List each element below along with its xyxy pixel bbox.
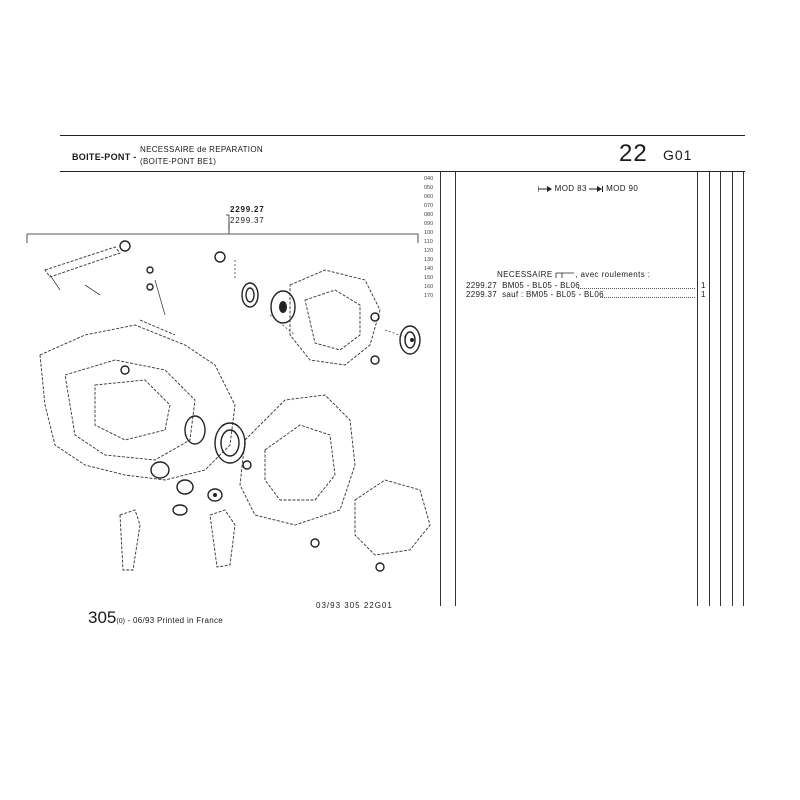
ref-bracket <box>26 214 419 243</box>
exploded-gearbox-diagram <box>39 240 431 572</box>
part-ref: 2299.37 <box>466 290 498 299</box>
to-model: MOD 90 <box>606 184 639 193</box>
footer-model-sup: (0) <box>116 618 125 625</box>
column-divider-6 <box>732 171 733 606</box>
kit-title-suffix: , avec roulements : <box>575 270 651 279</box>
row-code: 120 <box>424 248 434 254</box>
row-code: 100 <box>424 230 434 236</box>
kit-title-prefix: NECESSAIRE <box>497 270 553 279</box>
kit-title: NECESSAIRE , avec roulements : <box>497 270 650 279</box>
from-arrow-icon <box>538 185 552 192</box>
from-model: MOD 83 <box>554 184 587 193</box>
column-divider-4 <box>709 171 710 606</box>
header-top-rule <box>60 135 745 136</box>
subtitle-line-1: NECESSAIRE de REPARATION <box>140 145 263 154</box>
footer-doc-ref: 03/93 305 22G01 <box>316 601 393 610</box>
row-code: 090 <box>424 221 434 227</box>
model-applicability: MOD 83 MOD 90 <box>538 184 638 193</box>
part-leader-dots <box>578 288 695 289</box>
part-desc: BM05 - BL05 - BL06 <box>502 281 580 290</box>
part-ref: 2299.27 <box>466 281 498 290</box>
footer-model: 305 <box>88 608 117 627</box>
row-code: 150 <box>424 275 434 281</box>
row-code: 140 <box>424 266 434 272</box>
row-code: 040 <box>424 176 434 182</box>
subtitle-line-2: (BOITE-PONT BE1) <box>140 157 217 166</box>
part-qty: 1 <box>701 281 706 290</box>
row-code: 110 <box>424 239 433 245</box>
column-divider-diagram <box>440 171 441 606</box>
section-name: BOITE-PONT - <box>72 152 137 162</box>
bracket-symbol-icon <box>555 272 575 278</box>
row-code: 060 <box>424 194 434 200</box>
part-row: 2299.37 sauf : BM05 - BL05 - BL06 <box>466 290 604 299</box>
column-divider-5 <box>720 171 721 606</box>
footer-model-line: 305(0) - 06/93 Printed in France <box>88 608 223 628</box>
row-code: 130 <box>424 257 434 263</box>
part-leader-dots <box>600 297 695 298</box>
header-bottom-rule <box>60 171 745 172</box>
column-divider-qty <box>697 171 698 606</box>
to-arrow-icon <box>589 185 604 192</box>
row-code: 170 <box>424 293 434 299</box>
column-divider-7 <box>743 171 744 606</box>
part-row: 2299.27 BM05 - BL05 - BL06 <box>466 281 580 290</box>
part-desc: sauf : BM05 - BL05 - BL06 <box>502 290 604 299</box>
page-code: G01 <box>663 147 693 163</box>
diagram-ref-primary: 2299.27 <box>230 205 265 214</box>
row-code: 050 <box>424 185 434 191</box>
footer-print-info: - 06/93 Printed in France <box>124 616 224 625</box>
diagram-ref-secondary: 2299.37 <box>230 216 265 225</box>
row-code: 080 <box>424 212 434 218</box>
column-divider-codes <box>455 171 456 606</box>
row-code: 160 <box>424 284 434 290</box>
group-number: 22 <box>619 140 648 167</box>
row-code: 070 <box>424 203 434 209</box>
part-qty: 1 <box>701 290 706 299</box>
